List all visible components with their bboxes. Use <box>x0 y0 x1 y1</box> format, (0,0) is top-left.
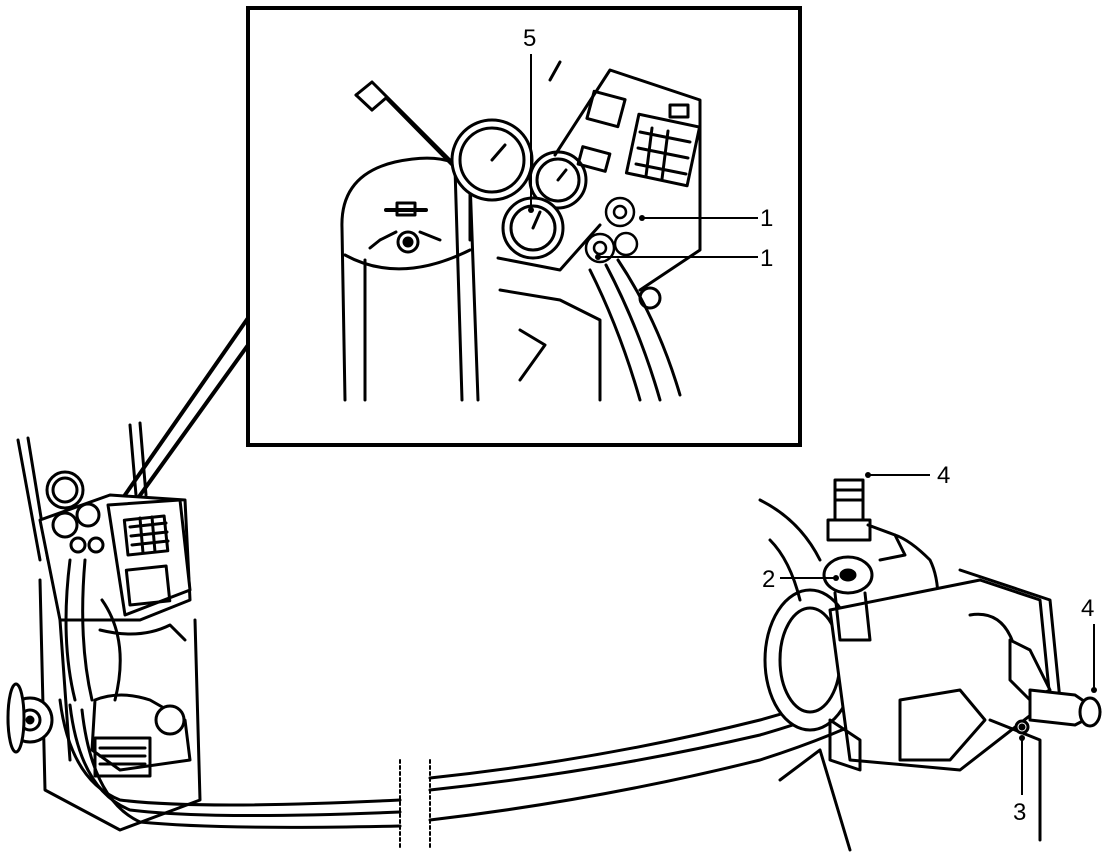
callout-1-upper: 1 <box>639 205 773 232</box>
callout-5: 5 <box>523 25 536 213</box>
callout-4-top-label: 4 <box>937 462 950 489</box>
callout-4-top: 4 <box>865 462 950 489</box>
ac-service-station <box>6 421 202 832</box>
callout-4-right-label: 4 <box>1081 595 1094 622</box>
detail-inset: 5 1 1 <box>246 6 802 447</box>
callout-5-label: 5 <box>523 25 536 52</box>
callout-4-right: 4 <box>1081 595 1097 693</box>
compressor-assembly <box>758 478 1102 852</box>
callout-1-lower-label: 1 <box>760 245 773 272</box>
callout-1-upper-label: 1 <box>760 205 773 232</box>
hand-valves <box>584 196 639 264</box>
callout-2: 2 <box>762 566 839 593</box>
callout-1-lower: 1 <box>595 245 773 272</box>
inset-pointer <box>116 316 250 514</box>
callout-2-label: 2 <box>762 566 775 593</box>
callout-3: 3 <box>1013 735 1026 826</box>
callout-3-label: 3 <box>1013 799 1026 826</box>
trolley-handle <box>354 80 480 402</box>
control-panel <box>553 68 702 310</box>
inset-hoses <box>498 60 682 402</box>
